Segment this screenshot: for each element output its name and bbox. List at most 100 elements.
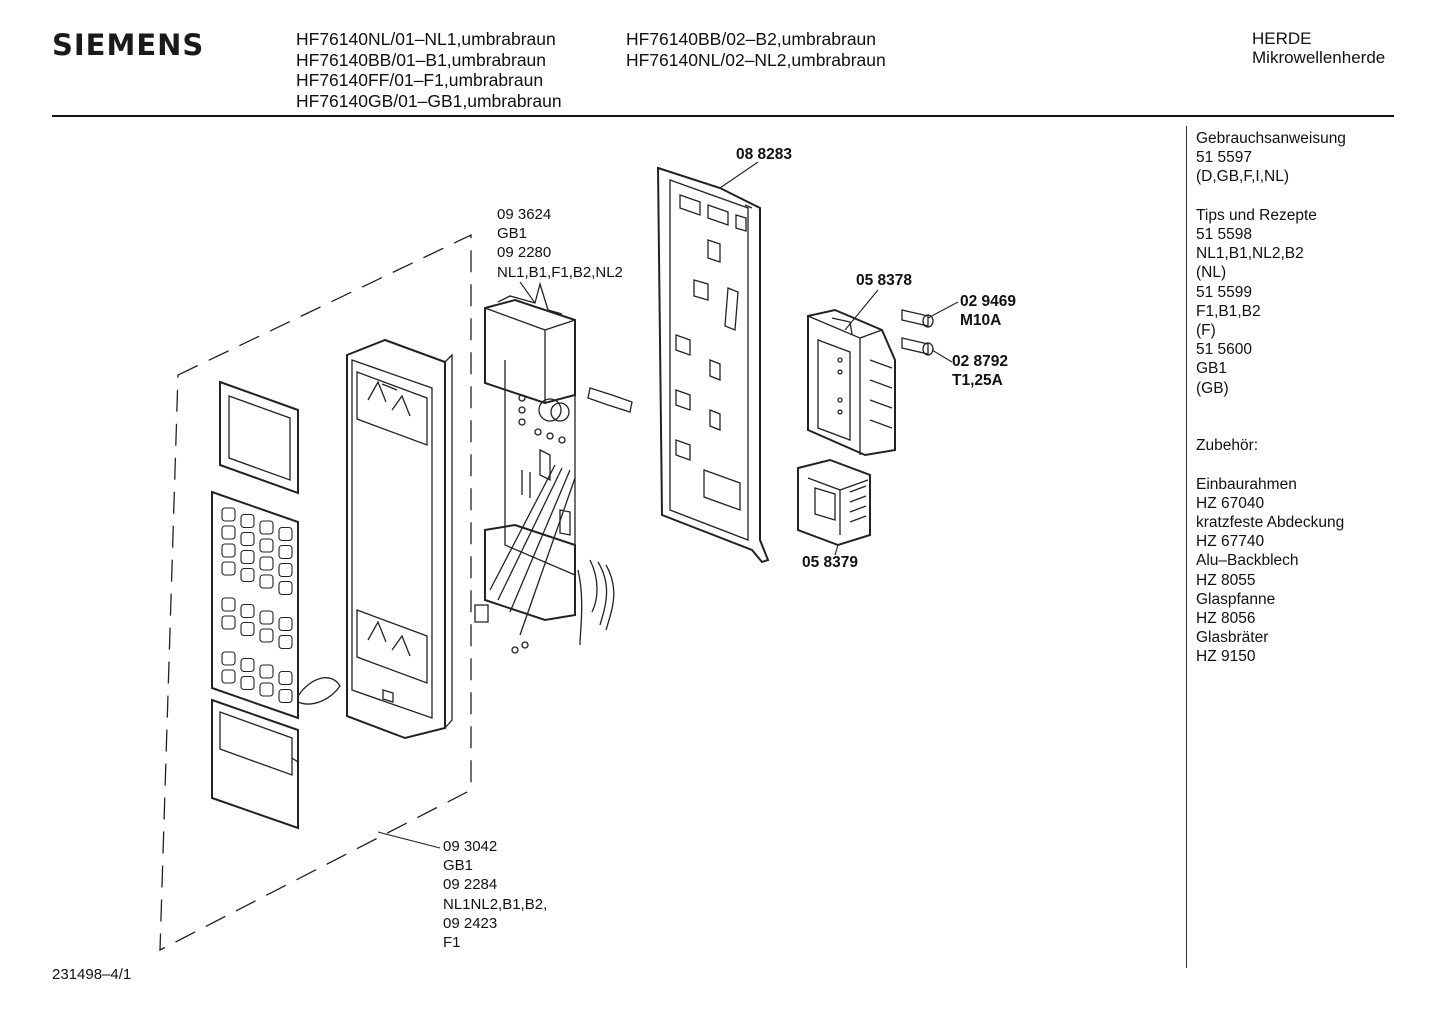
- sidebar-line: Alu–Backblech: [1196, 552, 1299, 570]
- sidebar-line: Gebrauchsanweisung: [1196, 130, 1346, 147]
- part-line: NL1,B1,F1,B2,NL2: [497, 263, 623, 281]
- brand-logo: SIEMENS: [52, 28, 205, 62]
- part-058378-label: 05 8378: [856, 271, 912, 290]
- keypad-key: [240, 513, 255, 529]
- keypad-key: [259, 520, 274, 535]
- keypad-key: [221, 597, 236, 612]
- fuses: [901, 309, 934, 356]
- keypad-key: [259, 628, 274, 643]
- keypad-key: [278, 670, 293, 686]
- keypad: [211, 490, 341, 720]
- part-line: 09 3624: [497, 206, 552, 223]
- sidebar-line: (GB): [1196, 379, 1229, 397]
- model-line: HF76140BB/01–B1,umbrabraun: [296, 49, 547, 70]
- keypad-key: [240, 675, 255, 691]
- keypad-key: [259, 574, 274, 589]
- part-line: T1,25A: [952, 372, 1003, 389]
- display-window: [219, 380, 299, 495]
- part-line: 02 9469: [960, 293, 1017, 310]
- keypad-key: [240, 657, 255, 673]
- part-line: M10A: [960, 312, 1002, 329]
- mounting-bracket: [656, 166, 770, 564]
- keypad-key: [240, 621, 255, 637]
- model-list-1: HF76140NL/01–NL1,umbrabraun HF76140BB/01…: [296, 29, 562, 111]
- keypad-key: [221, 525, 236, 540]
- part-029469-label: 02 9469 M10A: [960, 292, 1016, 330]
- keypad-key: [259, 610, 274, 625]
- keypad-key: [240, 603, 255, 619]
- keypad-key: [278, 688, 293, 704]
- model-line: HF76140NL/01–NL1,umbrabraun: [296, 29, 556, 49]
- transformer: [797, 458, 871, 547]
- keypad-key: [221, 507, 236, 522]
- sidebar-line: NL1,B1,NL2,B2: [1196, 245, 1304, 263]
- sidebar-line: HZ 8056: [1196, 610, 1256, 628]
- model-line: HF76140GB/01–GB1,umbrabraun: [296, 90, 562, 111]
- part-line: 09 2284: [443, 876, 498, 894]
- sidebar-line: 51 5598: [1196, 226, 1253, 243]
- category-block: HERDE Mikrowellenherde: [1252, 29, 1385, 67]
- part-line: GB1: [497, 225, 528, 243]
- sidebar-line: (F): [1196, 322, 1216, 340]
- part-line: NL1NL2,B1,B2,: [443, 895, 548, 913]
- keypad-key: [278, 544, 293, 560]
- sidebar-line: kratzfeste Abdeckung: [1196, 514, 1345, 531]
- keypad-key: [221, 615, 236, 630]
- keypad-key: [259, 538, 274, 553]
- part-line: 02 8792: [952, 353, 1009, 370]
- document-number: 231498–4/1: [52, 966, 132, 983]
- keypad-key: [221, 543, 236, 558]
- sidebar-info: Gebrauchsanweisung 51 5597(D,GB,F,I,NL) Ti…: [1196, 129, 1346, 667]
- keypad-key: [259, 664, 274, 679]
- sidebar-line: Einbaurahmen: [1196, 475, 1297, 493]
- model-line: HF76140NL/02–NL2,umbrabraun: [626, 49, 886, 70]
- keypad-key: [221, 669, 236, 684]
- sidebar-line: F1,B1,B2: [1196, 302, 1261, 320]
- part-line: F1: [443, 934, 461, 952]
- sidebar-line: Glasbräter: [1196, 629, 1269, 647]
- sidebar-line: (NL): [1196, 264, 1227, 282]
- part-088283-label: 08 8283: [736, 145, 792, 164]
- keypad-key: [278, 634, 293, 650]
- keypad-key: [278, 616, 293, 632]
- part-number: 05 8378: [856, 272, 913, 289]
- part-093624-label: 09 3624 GB1 09 2280 NL1,B1,F1,B2,NL2: [497, 205, 623, 282]
- keypad-key: [278, 580, 293, 596]
- keypad-key: [240, 549, 255, 565]
- sidebar-line: Zubehör:: [1196, 437, 1259, 455]
- part-number: 05 8379: [802, 554, 859, 571]
- leader-lines: [377, 161, 959, 849]
- display-board: [474, 281, 633, 654]
- sidebar-line: 51 5599: [1196, 283, 1253, 301]
- part-058379-label: 05 8379: [802, 553, 858, 572]
- keypad-key: [221, 561, 236, 576]
- category: HERDE: [1252, 29, 1312, 48]
- subcategory: Mikrowellenherde: [1252, 48, 1386, 67]
- model-line: HF76140BB/02–B2,umbrabraun: [626, 29, 877, 49]
- keypad-key: [278, 526, 293, 542]
- sidebar-line: 51 5597: [1196, 149, 1253, 167]
- model-line: HF76140FF/01–F1,umbrabraun: [296, 70, 544, 90]
- keypad-key: [278, 562, 293, 578]
- sidebar-line: HZ 9150: [1196, 648, 1256, 666]
- part-number: 08 8283: [736, 146, 793, 163]
- part-028792-label: 02 8792 T1,25A: [952, 352, 1008, 390]
- keypad-key: [240, 531, 255, 547]
- sidebar-line: Glaspfanne: [1196, 590, 1276, 608]
- sidebar-line: Tips und Rezepte: [1196, 206, 1317, 224]
- power-board: [807, 308, 896, 457]
- sidebar-line: GB1: [1196, 360, 1228, 378]
- sidebar-line: (D,GB,F,I,NL): [1196, 168, 1290, 186]
- sidebar-line: HZ 67040: [1196, 494, 1265, 512]
- sidebar-line: 51 5600: [1196, 341, 1253, 359]
- keypad-key: [259, 556, 274, 571]
- part-line: GB1: [443, 857, 474, 875]
- sidebar-divider: [1186, 126, 1187, 968]
- part-line: 09 2280: [497, 244, 552, 262]
- part-093042-label: 09 3042 GB1 09 2284 NL1NL2,B1,B2, 09 242…: [443, 837, 547, 952]
- keypad-key: [259, 682, 274, 697]
- part-line: 09 3042: [443, 838, 498, 855]
- keypad-key: [221, 651, 236, 666]
- header-rule: [52, 115, 1394, 117]
